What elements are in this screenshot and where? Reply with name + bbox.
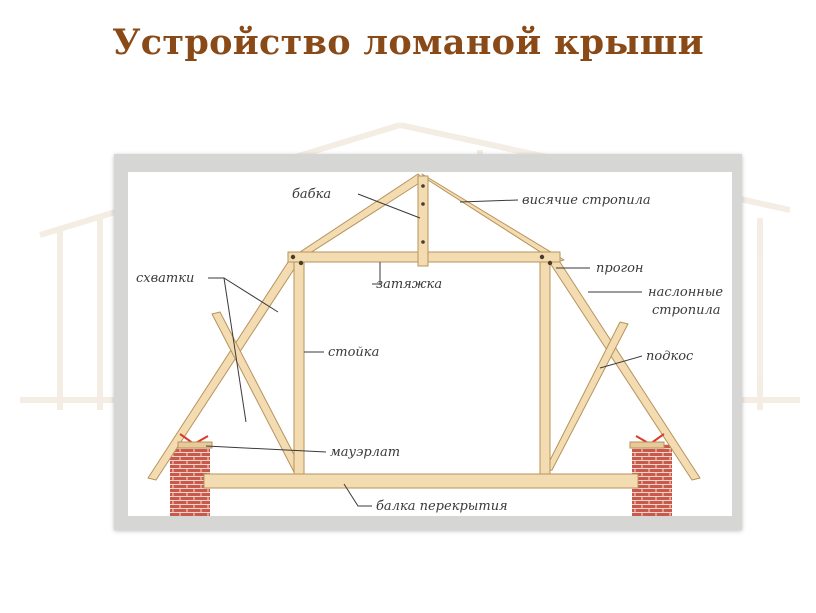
label-skhvatki: схватки bbox=[136, 271, 194, 286]
leader-podkos bbox=[599, 355, 643, 369]
label-visyachie: висячие стропила bbox=[522, 193, 651, 208]
bolt bbox=[290, 254, 296, 260]
label-naslonnye-2: стропила bbox=[652, 303, 721, 318]
bolt bbox=[547, 260, 553, 266]
hanging-rafter-right bbox=[421, 173, 565, 263]
floor-beam bbox=[203, 473, 639, 489]
bolt bbox=[421, 184, 425, 188]
strut-right bbox=[543, 321, 629, 473]
label-naslonnye-1: наслонные bbox=[648, 285, 723, 300]
leader-skhvatki-2 bbox=[223, 277, 247, 423]
king-post bbox=[417, 175, 429, 267]
brick-wall-right bbox=[632, 444, 672, 516]
post-left bbox=[293, 257, 305, 475]
label-balka: балка перекрытия bbox=[376, 499, 508, 514]
label-podkos: подкос bbox=[646, 349, 694, 364]
leader-mauerlat bbox=[205, 445, 327, 453]
label-zatyazhka: затяжка bbox=[376, 277, 442, 292]
leader-babka bbox=[357, 193, 421, 219]
leader-zatyazhka bbox=[372, 262, 381, 285]
bolt bbox=[421, 202, 425, 206]
strut-left bbox=[211, 311, 303, 473]
leader-balka bbox=[343, 483, 372, 507]
label-babka: бабка bbox=[292, 187, 331, 202]
page-title: Устройство ломаной крыши bbox=[112, 22, 704, 63]
leader-visyachie bbox=[459, 199, 519, 203]
roof-diagram: бабка висячие стропила схватки затяжка п… bbox=[136, 173, 723, 516]
label-progon: прогон bbox=[596, 261, 643, 276]
wall-plate-left bbox=[177, 441, 213, 449]
brick-wall-left bbox=[170, 444, 210, 516]
bolt bbox=[421, 240, 425, 244]
wall-plate-right bbox=[629, 441, 665, 449]
diagram-panel: бабка висячие стропила схватки затяжка п… bbox=[128, 172, 732, 516]
bolt bbox=[539, 254, 545, 260]
label-mauerlat: мауэрлат bbox=[330, 445, 400, 460]
post-right bbox=[539, 257, 551, 475]
bolt bbox=[298, 260, 304, 266]
label-stoyka: стойка bbox=[328, 345, 379, 360]
